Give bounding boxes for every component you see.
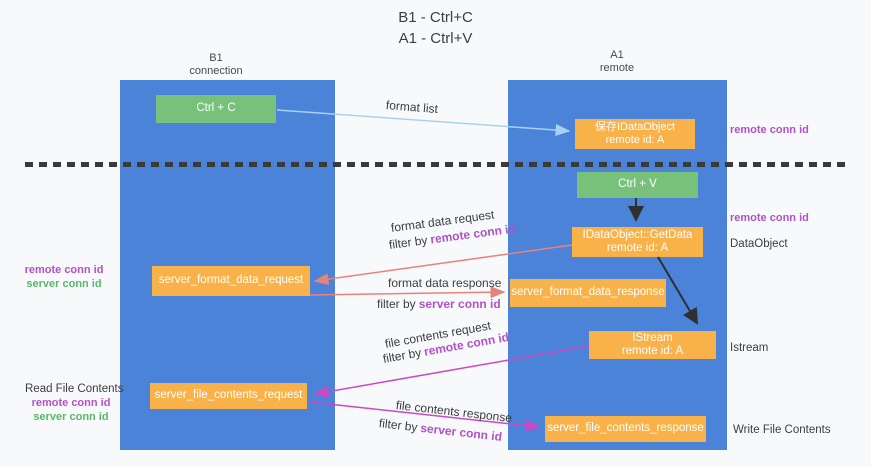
node-server-file-contents-response: server_file_contents_response (545, 416, 706, 442)
lifeline-header-a1: A1 remote (554, 49, 680, 75)
lifeline-a1-name: A1 (610, 49, 624, 61)
node-istream: IStream remote id: A (589, 331, 716, 359)
title-line-1: B1 - Ctrl+C (398, 9, 473, 26)
node-server-file-contents-request: server_file_contents_request (150, 383, 307, 409)
lifeline-a1-subtitle: remote (599, 62, 635, 74)
node-server-format-data-request: server_format_data_request (152, 266, 310, 296)
filter-by-text: filter by (377, 297, 416, 311)
label-format-list-text: format list (385, 98, 439, 117)
remote-conn-id-text: remote conn id (24, 264, 104, 276)
node-save-idataobject-line2: remote id: A (605, 134, 665, 146)
annotation-remote-conn-id-top: remote conn id (730, 124, 809, 136)
node-ctrl-v-label: Ctrl + V (618, 178, 657, 191)
node-ctrl-c-label: Ctrl + C (196, 102, 236, 115)
node-ctrl-v: Ctrl + V (577, 172, 698, 198)
node-getdata-line2: remote id: A (606, 242, 669, 254)
annotation-remote-conn-id-mid: remote conn id (730, 212, 809, 224)
read-file-contents-text: Read File Contents (25, 383, 124, 395)
lifeline-b1-name: B1 (209, 52, 223, 64)
filter-by-text: filter by (378, 416, 419, 435)
node-server-format-data-response: server_format_data_response (510, 279, 666, 307)
diagram-title: B1 - Ctrl+C A1 - Ctrl+V (0, 7, 871, 49)
node-istream-line1: IStream (632, 331, 673, 344)
node-getdata-line1: IDataObject::GetData (582, 228, 693, 241)
server-conn-id-text: server conn id (33, 411, 109, 423)
node-save-idataobject: 保存IDataObject remote id: A (575, 119, 695, 149)
node-ctrl-c: Ctrl + C (156, 95, 276, 123)
node-save-idataobject-line1: 保存IDataObject (594, 120, 676, 133)
node-server-file-contents-request-label: server_file_contents_request (154, 389, 303, 402)
label-format-data-response-text: format data response (388, 276, 502, 290)
server-conn-id-text: server conn id (26, 278, 102, 290)
annotation-read-file-contents-block: Read File Contents remote conn id server… (25, 382, 124, 424)
node-idataobject-getdata: IDataObject::GetData remote id: A (572, 227, 703, 257)
arrow-format-data-response (309, 286, 506, 299)
title-line-2: A1 - Ctrl+V (398, 30, 473, 47)
label-format-data-response: format data response (388, 276, 501, 290)
label-format-list: format list (385, 98, 438, 116)
node-server-file-contents-response-label: server_file_contents_response (547, 422, 704, 435)
lifeline-b1-subtitle: connection (189, 65, 243, 77)
remote-conn-id-text: remote conn id (31, 397, 111, 409)
annotation-dataobject: DataObject (730, 238, 788, 250)
annotation-left-conn-ids-top: remote conn id server conn id (22, 263, 106, 291)
lifeline-header-b1: B1 connection (153, 52, 279, 78)
node-istream-line2: remote id: A (621, 345, 684, 357)
annotation-write-file-contents: Write File Contents (733, 424, 831, 436)
node-server-format-data-response-label: server_format_data_response (511, 286, 665, 299)
annotation-istream: Istream (730, 342, 769, 354)
node-server-format-data-request-label: server_format_data_request (158, 274, 304, 287)
phase-separator-dashed-line (25, 162, 848, 167)
filter-by-text: filter by (388, 233, 429, 252)
server-conn-id-text: server conn id (418, 297, 501, 311)
server-conn-id-text: server conn id (419, 420, 503, 444)
